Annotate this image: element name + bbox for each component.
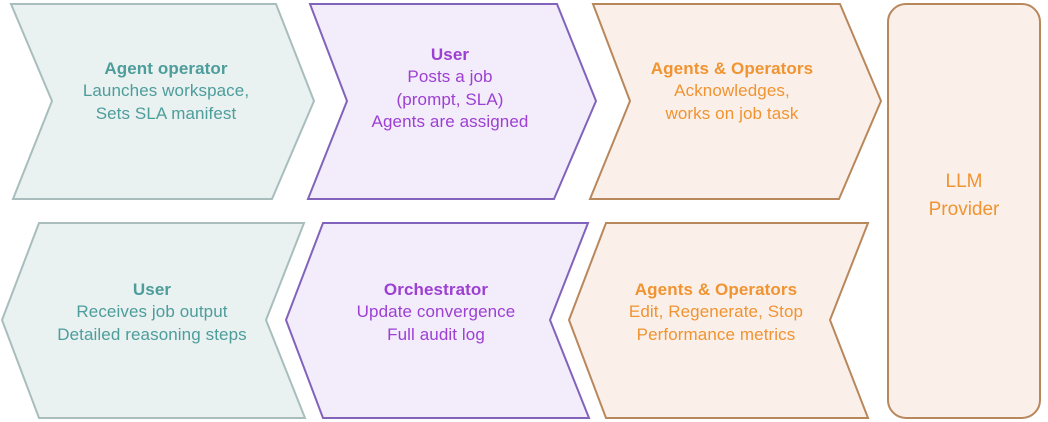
chevron-orchestrator-shape[interactable]	[284, 222, 591, 419]
chevron-user-posts-job-shape[interactable]	[306, 3, 598, 200]
chevron-agent-operator-shape[interactable]	[9, 3, 316, 200]
llm-provider-line: Provider	[928, 198, 1000, 220]
chevron-agents-operators-ack-shape[interactable]	[588, 3, 883, 200]
llm-provider-box-shape[interactable]	[887, 3, 1041, 419]
chevron-agents-operators-edit-shape[interactable]	[567, 222, 870, 419]
llm-provider-line: LLM	[945, 171, 983, 192]
llm-provider-label: LLM Provider	[888, 168, 1040, 223]
chevron-user-receives-output-shape[interactable]	[0, 222, 307, 419]
